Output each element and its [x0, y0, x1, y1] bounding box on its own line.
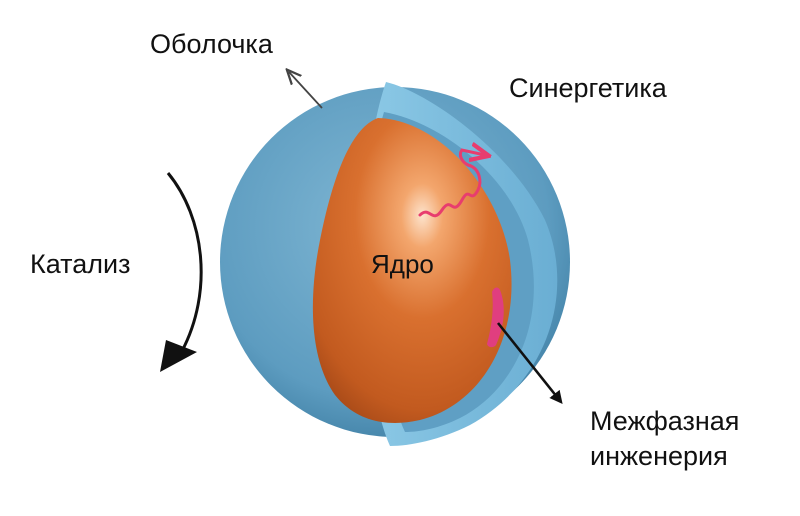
interface-pointer-arrow — [496, 322, 563, 405]
interface-label-line2: инженерия — [590, 441, 728, 471]
catalysis-label: Катализ — [30, 249, 131, 279]
shell-pointer-arrow — [289, 72, 323, 109]
synergy-label: Синергетика — [509, 73, 667, 103]
shell-label: Оболочка — [150, 29, 273, 59]
interface-label-line1: Межфазная — [590, 406, 740, 436]
catalysis-arrow-head — [160, 340, 197, 372]
catalysis-curved-arrow — [166, 172, 203, 352]
core-label: Ядро — [371, 249, 434, 279]
interface-mark — [487, 287, 504, 348]
core-sphere — [312, 118, 512, 423]
interface-engineering-label: Межфазная инженерия — [590, 404, 739, 474]
synergy-wave-arrow — [418, 150, 485, 218]
